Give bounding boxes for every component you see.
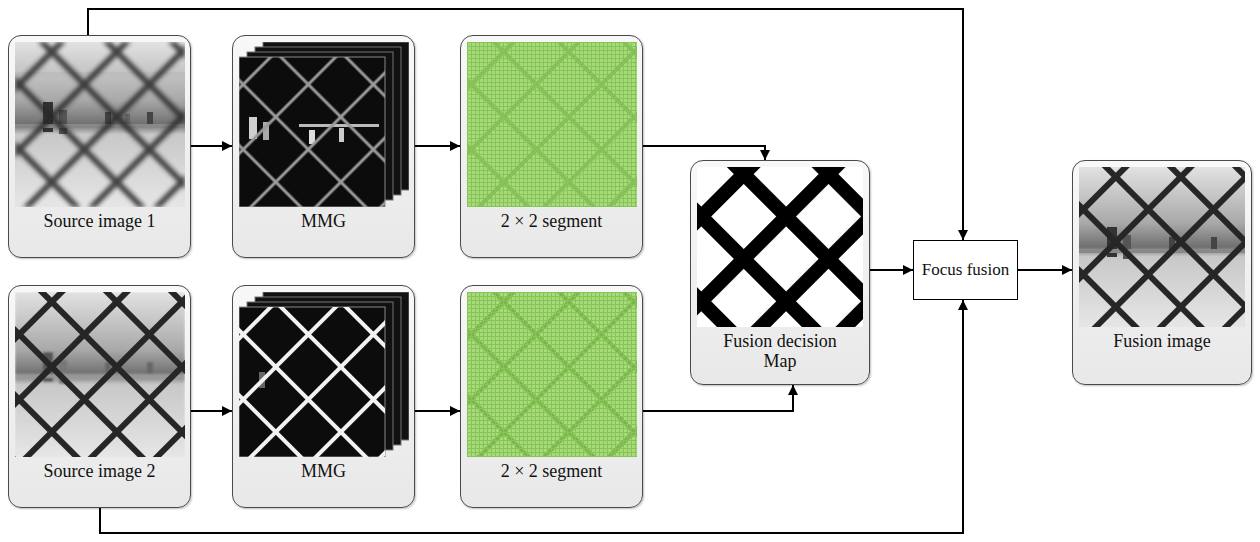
decision-map-box: Fusion decision Map xyxy=(690,160,870,385)
node-label: 2 × 2 segment xyxy=(501,461,603,481)
fusion-process-box: Focus fusion xyxy=(913,240,1018,300)
blurred-fence-photo xyxy=(15,42,185,207)
flow-arrow xyxy=(191,145,232,147)
fused-photo xyxy=(1079,167,1245,327)
node-label: Fusion image xyxy=(1113,331,1211,351)
source-image-box: Source image 2 xyxy=(8,285,191,508)
node-label: MMG xyxy=(301,461,346,481)
node-label: MMG xyxy=(301,211,346,231)
flow-arrow xyxy=(1018,269,1072,271)
source-image-box: Source image 1 xyxy=(8,35,191,258)
node-label: Focus fusion xyxy=(922,260,1009,279)
node-label: Fusion decision Map xyxy=(705,331,855,371)
fusion-image-box: Fusion image xyxy=(1072,160,1252,385)
mmg-box: MMG xyxy=(232,285,415,508)
flow-arrow xyxy=(415,410,460,412)
sharp-fence-photo xyxy=(15,292,185,457)
gradient-map-stack xyxy=(239,42,409,207)
node-label: 2 × 2 segment xyxy=(501,211,603,231)
flow-arrow xyxy=(191,410,232,412)
segment-grid xyxy=(467,292,637,457)
flow-arrow xyxy=(870,269,913,271)
mmg-box: MMG xyxy=(232,35,415,258)
flow-arrow xyxy=(643,385,793,411)
segment-grid xyxy=(467,42,637,207)
segment-box: 2 × 2 segment xyxy=(460,285,643,508)
decision-map xyxy=(697,167,863,327)
flow-arrow xyxy=(415,145,460,147)
flow-arrow xyxy=(643,146,765,160)
segment-box: 2 × 2 segment xyxy=(460,35,643,258)
node-label: Source image 1 xyxy=(44,211,156,231)
node-label: Source image 2 xyxy=(44,461,156,481)
gradient-map-stack xyxy=(239,292,409,457)
